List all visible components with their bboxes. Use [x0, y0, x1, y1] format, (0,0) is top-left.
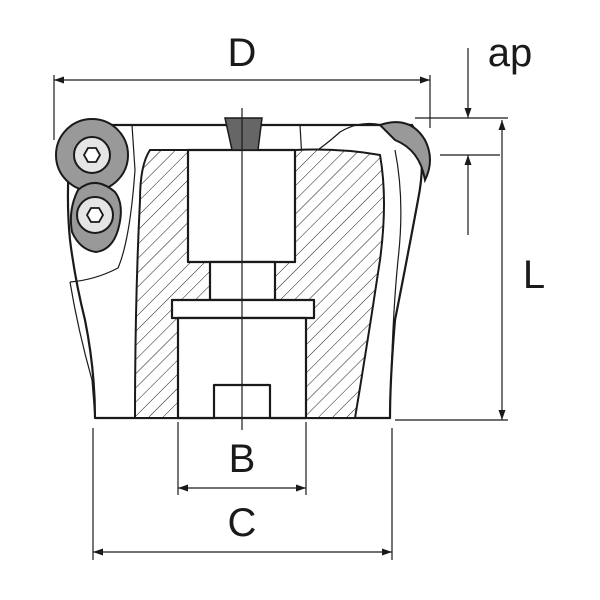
- collar: [170, 298, 316, 320]
- right-round-insert: [378, 121, 431, 184]
- section-right: [274, 148, 385, 419]
- dimension-C: C: [92, 428, 393, 560]
- D-label: D: [228, 31, 257, 75]
- dimension-ap: ap: [415, 31, 532, 235]
- L-label: L: [523, 253, 545, 297]
- right-body-edge: [389, 149, 402, 419]
- C-label: C: [228, 501, 257, 545]
- hex-socket-screw-icon-lower: [85, 207, 105, 223]
- dimension-D: D: [53, 31, 431, 140]
- hex-socket-screw-icon: [82, 147, 102, 163]
- left-flute-line: [69, 124, 136, 283]
- left-insert-assembly: [55, 118, 129, 254]
- dimension-L: L: [395, 120, 545, 421]
- drive-key: [224, 117, 263, 151]
- left-body-edge: [69, 281, 96, 419]
- dimension-B: B: [177, 422, 307, 495]
- cross-section: [133, 148, 385, 419]
- ap-label: ap: [488, 31, 533, 75]
- B-label: B: [229, 437, 256, 481]
